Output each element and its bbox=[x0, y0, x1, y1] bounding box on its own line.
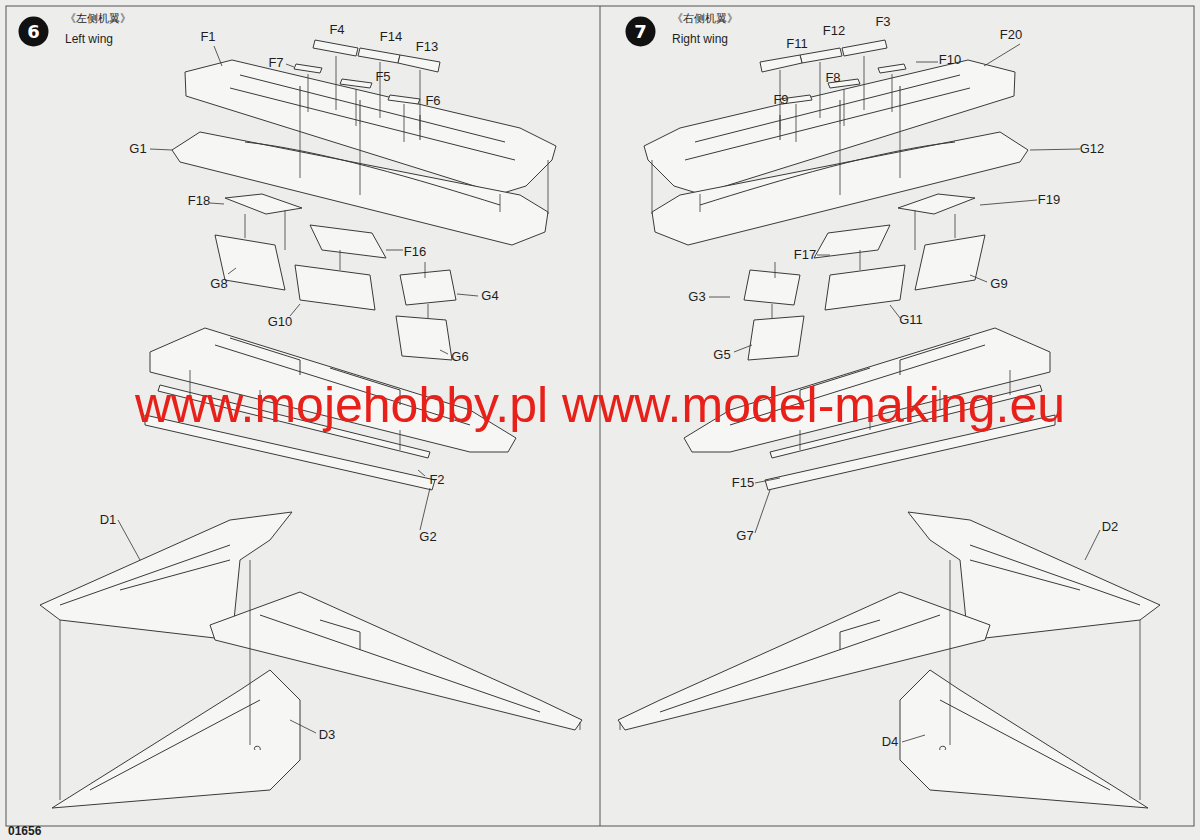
part-label: F18 bbox=[188, 194, 210, 208]
part-label: G2 bbox=[419, 530, 436, 544]
part-label: F10 bbox=[939, 53, 961, 67]
kit-number: 01656 bbox=[8, 825, 41, 838]
part-label: F5 bbox=[375, 70, 390, 84]
part-label: D2 bbox=[1102, 520, 1119, 534]
part-label: F9 bbox=[773, 93, 788, 107]
part-label: G5 bbox=[713, 348, 730, 362]
step-number: 6 bbox=[18, 16, 49, 47]
part-label: G6 bbox=[451, 350, 468, 364]
step-heading: 《左侧机翼》 bbox=[65, 12, 131, 24]
part-label: F19 bbox=[1038, 193, 1060, 207]
part-label: D1 bbox=[100, 513, 117, 527]
part-label: F20 bbox=[1000, 28, 1022, 42]
part-label: D3 bbox=[319, 728, 336, 742]
watermark: www.mojehobby.pl www.model-making.eu bbox=[135, 378, 1065, 433]
step-number: 7 bbox=[625, 16, 656, 47]
part-label: F3 bbox=[875, 15, 890, 29]
part-label: G11 bbox=[899, 313, 923, 327]
part-label: G10 bbox=[268, 315, 293, 329]
part-label: F6 bbox=[425, 94, 440, 108]
part-label: F13 bbox=[416, 40, 438, 54]
part-label: F12 bbox=[823, 24, 845, 38]
part-label: F7 bbox=[268, 56, 283, 70]
part-label: G8 bbox=[210, 277, 227, 291]
part-label: F2 bbox=[429, 473, 444, 487]
step-number-text: 6 bbox=[27, 21, 40, 42]
part-label: F16 bbox=[404, 245, 426, 259]
part-label: F1 bbox=[200, 30, 215, 44]
part-label: F8 bbox=[825, 71, 840, 85]
step-heading: 《右侧机翼》 bbox=[672, 12, 738, 24]
part-label: F15 bbox=[732, 476, 754, 490]
part-label: F11 bbox=[786, 37, 807, 51]
part-label: D4 bbox=[882, 735, 899, 749]
part-label: F4 bbox=[329, 23, 344, 37]
part-label: G3 bbox=[688, 290, 705, 304]
step-number-text: 7 bbox=[634, 21, 647, 42]
part-label: G4 bbox=[481, 289, 498, 303]
part-label: F14 bbox=[380, 30, 402, 44]
step-heading: Right wing bbox=[672, 33, 728, 46]
part-label: F17 bbox=[794, 248, 816, 262]
part-label: G1 bbox=[129, 142, 146, 156]
step-heading: Left wing bbox=[65, 33, 113, 46]
part-label: G7 bbox=[736, 529, 753, 543]
part-label: G12 bbox=[1080, 142, 1105, 156]
part-label: G9 bbox=[990, 277, 1007, 291]
